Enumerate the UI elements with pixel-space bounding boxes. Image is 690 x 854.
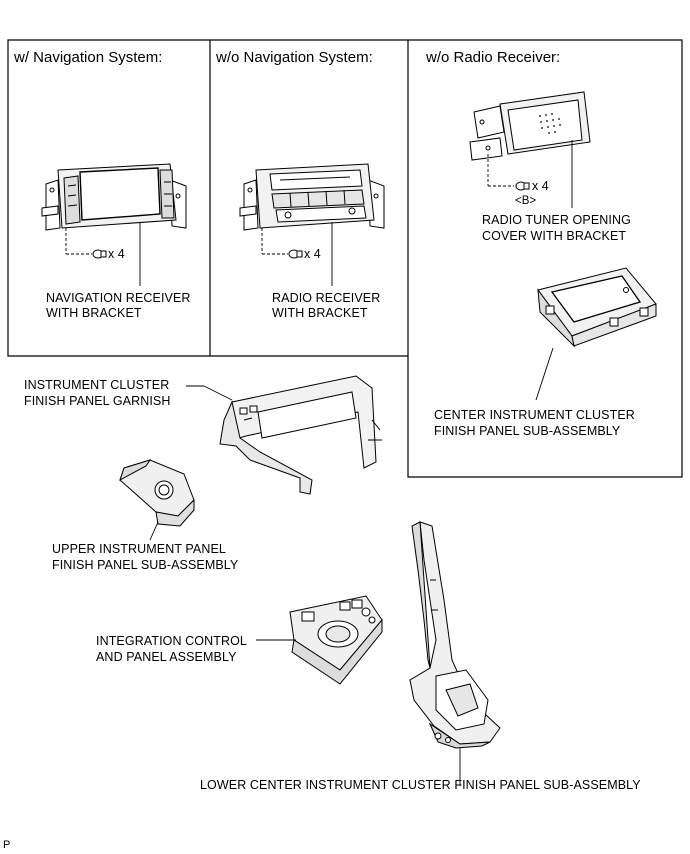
integration-control-illustration <box>289 595 383 685</box>
radio-receiver-label-line2: WITH BRACKET <box>272 306 368 320</box>
upper-panel-illustration <box>119 459 195 527</box>
center-cluster-label-line2: FINISH PANEL SUB-ASSEMBLY <box>434 424 621 438</box>
radio-receiver-label-line1: RADIO RECEIVER <box>272 291 381 305</box>
upper-panel-label-line1: UPPER INSTRUMENT PANEL <box>52 542 226 556</box>
tuner-cover-label-line2: COVER WITH BRACKET <box>482 229 627 243</box>
tuner-cover-dot-grid <box>539 113 561 134</box>
radio-tuner-cover-illustration <box>469 91 591 161</box>
outer-frame <box>7 39 683 478</box>
garnish-illustration <box>219 375 382 495</box>
radio-receiver-illustration <box>239 163 385 231</box>
center-cluster-panel-illustration <box>537 267 657 348</box>
corner-mark: P <box>3 839 11 851</box>
navigation-screw-icon <box>92 249 107 259</box>
tuner-fastener-code: <B> <box>515 195 537 207</box>
tuner-screw-leader <box>487 140 573 208</box>
tuner-screw-icon <box>515 181 530 191</box>
garnish-leader <box>203 385 233 401</box>
garnish-label-line2: FINISH PANEL GARNISH <box>24 394 171 408</box>
tuner-cover-label-line1: RADIO TUNER OPENING <box>482 213 631 227</box>
panel-title-without-navigation: w/o Navigation System: <box>216 49 373 66</box>
navigation-receiver-illustration <box>41 163 187 231</box>
upper-panel-leader <box>149 521 159 541</box>
navigation-screw-leader <box>65 222 141 286</box>
radio-screw-leader <box>261 222 333 286</box>
center-cluster-leader <box>535 347 554 401</box>
panel-title-with-navigation: w/ Navigation System: <box>14 49 163 66</box>
lower-center-panel-illustration <box>409 521 501 749</box>
navigation-receiver-label-line1: NAVIGATION RECEIVER <box>46 291 191 305</box>
center-cluster-label-line1: CENTER INSTRUMENT CLUSTER <box>434 408 635 422</box>
garnish-label-line1: INSTRUMENT CLUSTER <box>24 378 170 392</box>
radio-screw-icon <box>288 249 303 259</box>
lower-center-label: LOWER CENTER INSTRUMENT CLUSTER FINISH P… <box>200 778 641 792</box>
navigation-screw-quantity: x 4 <box>108 247 125 261</box>
navigation-receiver-label-line2: WITH BRACKET <box>46 306 142 320</box>
integration-label-line2: AND PANEL ASSEMBLY <box>96 650 237 664</box>
tuner-screw-quantity: x 4 <box>532 179 549 193</box>
integration-label-line1: INTEGRATION CONTROL <box>96 634 247 648</box>
radio-screw-quantity: x 4 <box>304 247 321 261</box>
panel-title-without-radio: w/o Radio Receiver: <box>426 49 561 66</box>
upper-panel-label-line2: FINISH PANEL SUB-ASSEMBLY <box>52 558 239 572</box>
panel-frames <box>7 39 683 478</box>
